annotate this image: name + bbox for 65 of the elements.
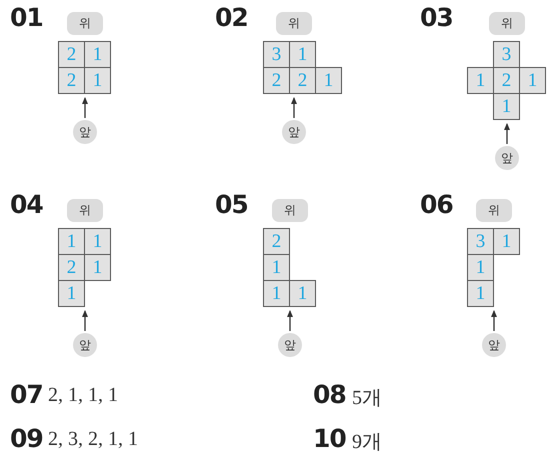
block-count-cell: 2 <box>263 228 290 255</box>
block-count-cell: 2 <box>58 254 85 281</box>
problem-number: 10 <box>313 424 346 453</box>
block-count-cell: 1 <box>493 228 520 255</box>
block-count-cell: 2 <box>289 67 316 94</box>
problem-number: 03 <box>420 3 453 32</box>
arrow <box>287 310 293 331</box>
block-count-cell: 1 <box>84 67 111 94</box>
block-count-cell: 3 <box>467 228 494 255</box>
problem-number: 08 <box>313 380 346 409</box>
block-grid <box>467 228 520 307</box>
problem-number: 02 <box>215 3 248 32</box>
block-count-cell: 1 <box>263 280 290 307</box>
block-count-cell: 1 <box>84 254 111 281</box>
block-count-cell: 2 <box>58 67 85 94</box>
block-count-cell: 1 <box>519 67 546 94</box>
block-count-cell: 2 <box>493 67 520 94</box>
block-count-cell: 1 <box>84 41 111 68</box>
block-count-cell: 1 <box>467 280 494 307</box>
block-grid <box>263 228 316 307</box>
answer-text: 5개 <box>352 386 382 411</box>
answer-text: 9개 <box>352 430 382 455</box>
problem-number: 05 <box>215 190 248 219</box>
direction-tag: 위 <box>67 12 103 35</box>
arrow <box>504 123 510 144</box>
block-count-cell: 1 <box>58 228 85 255</box>
block-grid <box>58 41 111 94</box>
direction-tag: 앞 <box>282 120 306 144</box>
problem-number: 06 <box>420 190 453 219</box>
block-count-cell: 3 <box>493 41 520 68</box>
direction-tag: 위 <box>272 199 308 222</box>
direction-tag: 위 <box>476 199 512 222</box>
direction-tag: 앞 <box>495 146 519 170</box>
direction-tag: 위 <box>489 12 525 35</box>
direction-tag: 위 <box>276 12 312 35</box>
block-count-cell: 1 <box>289 280 316 307</box>
answer-text: 2, 3, 2, 1, 1 <box>48 428 138 451</box>
answer-text: 2, 1, 1, 1 <box>48 384 118 407</box>
direction-tag: 앞 <box>73 120 97 144</box>
direction-tag: 앞 <box>73 333 97 357</box>
problem-number: 09 <box>10 424 43 453</box>
block-count-cell: 1 <box>263 254 290 281</box>
block-count-cell: 1 <box>467 67 494 94</box>
block-count-cell: 1 <box>58 280 85 307</box>
direction-tag: 위 <box>67 199 103 222</box>
block-count-cell: 1 <box>289 41 316 68</box>
block-grid <box>58 228 111 307</box>
problem-number: 04 <box>10 190 43 219</box>
block-count-cell: 2 <box>263 67 290 94</box>
direction-tag: 앞 <box>278 333 302 357</box>
block-grid <box>467 41 546 120</box>
block-grid <box>263 41 342 94</box>
block-count-cell: 2 <box>58 41 85 68</box>
arrow <box>291 97 297 118</box>
problem-number: 01 <box>10 3 43 32</box>
block-count-cell: 3 <box>263 41 290 68</box>
arrow <box>82 97 88 118</box>
block-count-cell: 1 <box>493 93 520 120</box>
problem-number: 07 <box>10 380 43 409</box>
arrow <box>491 310 497 331</box>
block-count-cell: 1 <box>467 254 494 281</box>
block-count-cell: 1 <box>84 228 111 255</box>
direction-tag: 앞 <box>482 333 506 357</box>
block-count-cell: 1 <box>315 67 342 94</box>
arrow <box>82 310 88 331</box>
